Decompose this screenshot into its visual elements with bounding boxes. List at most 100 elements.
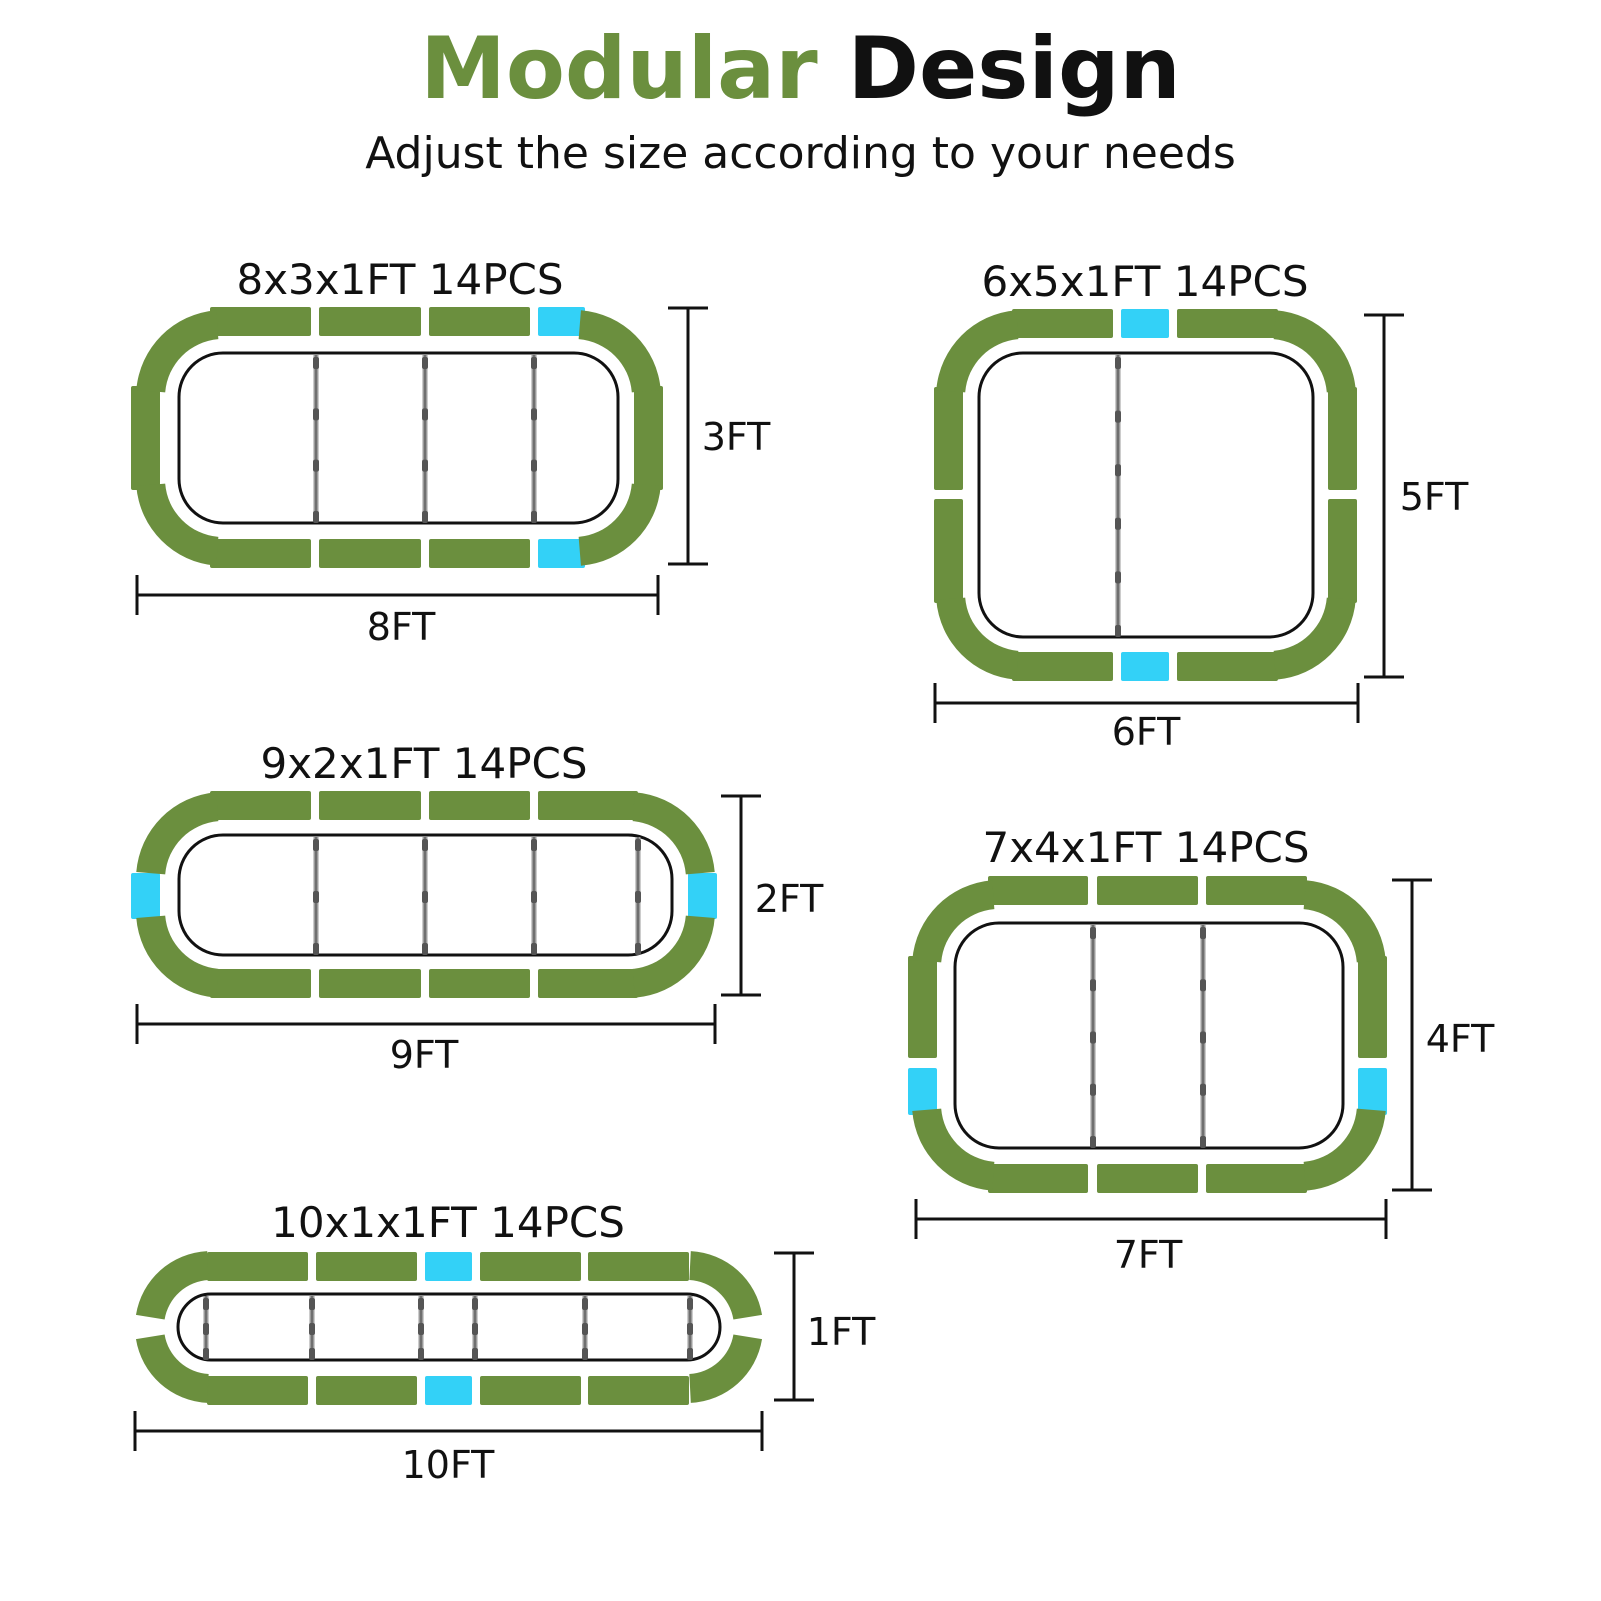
layout-label: 6x5x1FT 14PCS (981, 257, 1308, 306)
bottom-panel (538, 539, 585, 568)
layout-9x2: 9x2x1FT 14PCS 9FT 2FT (131, 739, 824, 1077)
divider-clip (309, 1348, 315, 1360)
divider-clip (1200, 927, 1206, 939)
layout-label: 7x4x1FT 14PCS (982, 823, 1309, 872)
divider-clip (309, 1323, 315, 1335)
divider-clip (1090, 1083, 1096, 1096)
divider-clip (313, 839, 319, 851)
divider-clip (1090, 1136, 1096, 1148)
corner-panel (1303, 880, 1386, 963)
corner-panel (136, 310, 219, 393)
right-panel (1328, 387, 1357, 490)
bottom-panel (480, 1376, 581, 1405)
layout-label: 8x3x1FT 14PCS (236, 255, 563, 304)
top-panel (210, 791, 311, 820)
divider-clip (531, 511, 537, 523)
divider-clip (203, 1298, 209, 1310)
layout-label: 10x1x1FT 14PCS (271, 1198, 625, 1247)
bottom-panel (316, 1376, 417, 1405)
top-panel (1177, 309, 1278, 338)
height-dimension-label: 5FT (1400, 475, 1469, 519)
divider-clip (203, 1348, 209, 1360)
divider-clip (1200, 979, 1206, 992)
divider-clip (313, 943, 319, 955)
corner-panel (1273, 310, 1356, 393)
divider-clip (531, 357, 537, 369)
width-dimension-label: 10FT (402, 1443, 496, 1487)
width-dimension-label: 7FT (1114, 1233, 1183, 1277)
top-panel (425, 1252, 472, 1281)
left-panel (131, 873, 160, 919)
corner-panel (1273, 597, 1356, 680)
corner-panel (912, 880, 995, 963)
divider-clip (472, 1348, 478, 1360)
divider-clip (313, 511, 319, 523)
page-title: Modular Design (0, 22, 1601, 117)
corner-panel (578, 483, 661, 566)
divider-clip (1115, 571, 1121, 584)
divider-clip (1115, 357, 1121, 369)
top-panel (588, 1252, 689, 1281)
bottom-panel (429, 969, 530, 998)
bottom-panel (210, 969, 311, 998)
height-dimension-label: 1FT (807, 1310, 876, 1354)
bottom-panel (425, 1376, 472, 1405)
divider-clip (418, 1298, 424, 1310)
corner-panel (632, 792, 715, 875)
bottom-panel (1206, 1164, 1307, 1193)
top-panel (319, 307, 421, 336)
divider-clip (635, 943, 641, 955)
top-panel (319, 791, 421, 820)
left-panel (908, 1068, 937, 1115)
page-subtitle: Adjust the size according to your needs (365, 128, 1236, 179)
corner-panel (689, 1251, 763, 1320)
corner-panel (936, 597, 1019, 680)
divider-clip (418, 1323, 424, 1335)
corner-panel (632, 915, 715, 998)
bottom-panel (429, 539, 530, 568)
layout-label: 9x2x1FT 14PCS (260, 739, 587, 788)
divider-clip (422, 839, 428, 851)
divider-clip (531, 459, 537, 472)
divider-clip (472, 1298, 478, 1310)
top-panel (429, 791, 530, 820)
height-dimension-label: 2FT (755, 877, 824, 921)
divider-clip (313, 459, 319, 472)
divider-clip (422, 408, 428, 421)
bed-inner-outline (977, 351, 1315, 639)
divider-clip (1090, 927, 1096, 939)
divider-clip (422, 943, 428, 955)
corner-panel (135, 1251, 209, 1320)
bottom-panel (319, 539, 421, 568)
corner-panel (578, 310, 661, 393)
divider-clip (1115, 410, 1121, 423)
corner-panel (1303, 1108, 1386, 1191)
bed-inner-outline (177, 351, 620, 525)
divider-clip (687, 1348, 693, 1360)
top-panel (538, 307, 585, 336)
top-panel (210, 307, 311, 336)
divider-clip (531, 839, 537, 851)
divider-clip (635, 891, 641, 903)
divider-clip (635, 839, 641, 851)
divider-clip (582, 1298, 588, 1310)
left-panel (131, 386, 160, 490)
width-dimension-label: 9FT (390, 1033, 459, 1077)
bottom-panel (988, 1164, 1088, 1193)
divider-clip (418, 1348, 424, 1360)
divider-clip (203, 1323, 209, 1335)
corner-panel (135, 1334, 209, 1403)
corner-panel (689, 1334, 763, 1403)
divider-clip (582, 1323, 588, 1335)
divider-clip (1115, 625, 1121, 637)
divider-clip (687, 1323, 693, 1335)
divider-clip (531, 943, 537, 955)
right-panel (1328, 499, 1357, 603)
left-panel (934, 387, 963, 490)
bottom-panel (210, 539, 311, 568)
top-panel (316, 1252, 417, 1281)
divider-clip (1090, 979, 1096, 992)
